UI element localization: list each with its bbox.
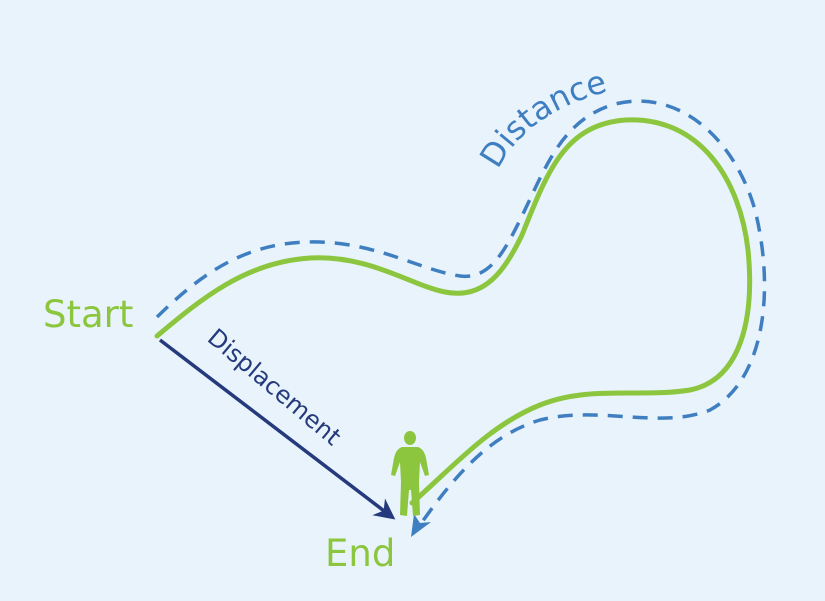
start-label: Start: [43, 293, 133, 336]
distance-path: [155, 99, 767, 527]
travel-path: [154, 117, 753, 506]
distance-label-text: Distance: [472, 62, 611, 173]
distance-arrowhead: [411, 514, 431, 537]
displacement-arrow: [158, 338, 396, 520]
distance-label: Distance: [472, 62, 611, 173]
end-label: End: [325, 532, 395, 575]
person-standing-icon: [391, 431, 429, 516]
